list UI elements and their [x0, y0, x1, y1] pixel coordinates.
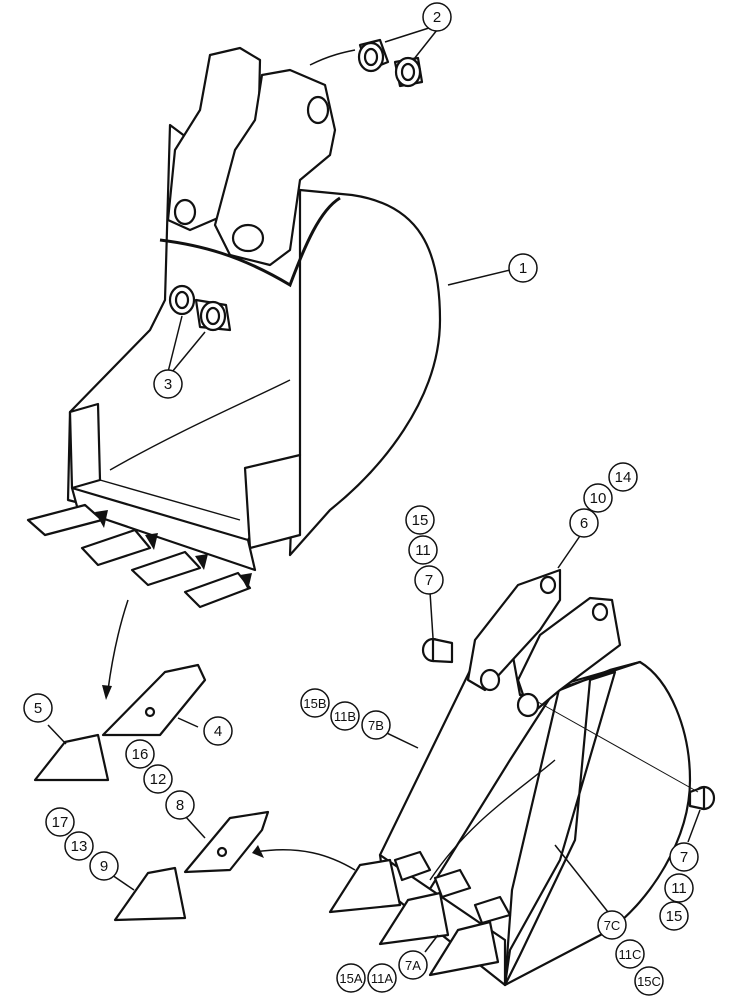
- callout-7A: 7A: [398, 950, 428, 980]
- callout-1-label: 1: [519, 260, 527, 277]
- callout-7C: 7C: [597, 910, 627, 940]
- small-bucket: [328, 568, 716, 987]
- tooth-point-9: [113, 866, 187, 922]
- callout-15-bot-label: 15: [666, 908, 683, 925]
- callout-15-bot: 15: [659, 901, 689, 931]
- large-bucket: [26, 46, 442, 609]
- callout-15B: 15B: [300, 688, 330, 718]
- callout-9: 9: [89, 851, 119, 881]
- callout-11B: 11B: [330, 701, 360, 731]
- callout-15A-label: 15A: [339, 971, 362, 986]
- callout-11-top-label: 11: [415, 542, 431, 559]
- bushings-top: [357, 38, 424, 88]
- callout-1: 1: [508, 253, 538, 283]
- tooth-adapter-4: [101, 663, 207, 737]
- callout-15B-label: 15B: [303, 696, 326, 711]
- callout-7A-label: 7A: [405, 958, 421, 973]
- callout-7-bot-label: 7: [680, 849, 688, 866]
- callout-15A: 15A: [336, 963, 366, 993]
- callout-3-label: 3: [164, 376, 172, 393]
- callout-4: 4: [203, 716, 233, 746]
- callout-8-label: 8: [176, 797, 184, 814]
- callout-5: 5: [23, 693, 53, 723]
- callout-16: 16: [125, 739, 155, 769]
- callout-17: 17: [45, 807, 75, 837]
- callout-14: 14: [608, 462, 638, 492]
- callout-11C: 11C: [615, 939, 645, 969]
- callout-4-label: 4: [214, 723, 222, 740]
- callout-17-label: 17: [52, 814, 69, 831]
- callout-15-top: 15: [405, 505, 435, 535]
- callout-7B: 7B: [361, 710, 391, 740]
- callout-11A: 11A: [367, 963, 397, 993]
- callout-15-top-label: 15: [412, 512, 429, 529]
- callout-7C-label: 7C: [604, 918, 621, 933]
- callout-11-top: 11: [408, 535, 438, 565]
- callout-6: 6: [569, 508, 599, 538]
- callout-13: 13: [64, 831, 94, 861]
- callout-6-label: 6: [580, 515, 588, 532]
- callout-14-label: 14: [615, 469, 632, 486]
- callout-7-top: 7: [414, 565, 444, 595]
- callout-11B-label: 11B: [334, 709, 356, 724]
- callout-11-bot: 11: [664, 873, 694, 903]
- tooth-point-5: [33, 733, 110, 782]
- callout-3: 3: [153, 369, 183, 399]
- callout-13-label: 13: [71, 838, 88, 855]
- callout-7B-label: 7B: [368, 718, 384, 733]
- callout-10-label: 10: [590, 490, 607, 507]
- callout-2-label: 2: [433, 9, 441, 26]
- callout-9-label: 9: [100, 858, 108, 875]
- callout-11A-label: 11A: [371, 971, 393, 986]
- callout-7-top-label: 7: [425, 572, 433, 589]
- callout-12: 12: [143, 764, 173, 794]
- callout-8: 8: [165, 790, 195, 820]
- callout-15C: 15C: [634, 966, 664, 996]
- callout-12-label: 12: [150, 771, 167, 788]
- callout-15C-label: 15C: [637, 974, 661, 989]
- callout-11-bot-label: 11: [671, 880, 687, 897]
- callout-7-bot: 7: [669, 842, 699, 872]
- callout-10: 10: [583, 483, 613, 513]
- leader-lines: [47, 26, 701, 953]
- tooth-adapter-8: [183, 810, 270, 874]
- callout-2: 2: [422, 2, 452, 32]
- bushings-mid: [168, 284, 232, 332]
- callout-16-label: 16: [132, 746, 149, 763]
- callout-11C-label: 11C: [619, 947, 642, 962]
- callout-5-label: 5: [34, 700, 42, 717]
